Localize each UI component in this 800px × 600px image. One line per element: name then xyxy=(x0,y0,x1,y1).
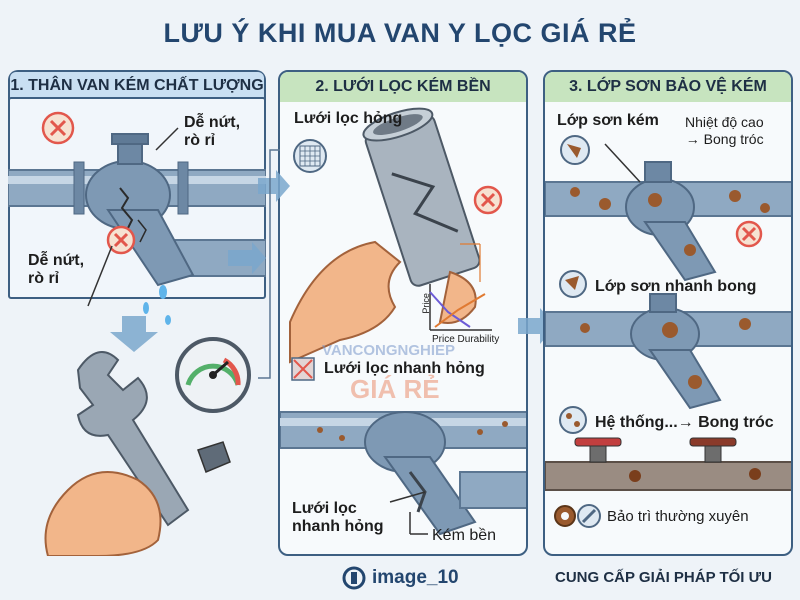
label-mesh-fast-broken: Lưới lọc nhanh hỏng xyxy=(324,360,485,377)
filter-mesh-illustration xyxy=(280,107,526,536)
alert-x-icon xyxy=(41,111,75,145)
panel-paint-coating: 3. LỚP SƠN BẢO VỆ KÉM xyxy=(543,70,793,556)
logo-icon xyxy=(342,566,366,590)
price-durability-mini-chart xyxy=(429,243,492,331)
panel-header-1: 1. THÂN VAN KÉM CHẤT LƯỢNG xyxy=(8,70,266,100)
broken-mesh-icon xyxy=(291,357,315,381)
alert-x-icon xyxy=(106,225,136,255)
valve-body-illustration xyxy=(8,97,266,556)
mini-chart-axis-x: Price Durability xyxy=(432,334,500,345)
system-rust-icon xyxy=(559,406,587,434)
paint-chip-icon xyxy=(560,135,590,165)
pressure-gauge-icon xyxy=(175,337,251,413)
alert-x-icon xyxy=(735,220,763,248)
logo-text: image_10 xyxy=(372,567,459,588)
label-high-temp: Nhiệt độ cao → Bong tróc xyxy=(685,114,764,147)
panel-filter-mesh: 2. LƯỚI LỌC KÉM BỀN xyxy=(278,70,528,556)
mesh-icon xyxy=(293,139,327,173)
label-fast-peeling: Lớp sơn nhanh bong xyxy=(595,278,757,295)
label-mesh-fast-broken-2: Lưới lọc nhanh hỏng xyxy=(292,500,384,536)
label-maintenance: Bảo trì thường xuyên xyxy=(607,508,749,525)
gear-icon xyxy=(554,505,576,527)
label-system-peeling: Hệ thống...→ Bong tróc xyxy=(595,414,774,431)
panel-header-3: 3. LỚP SƠN BẢO VỆ KÉM xyxy=(545,72,791,102)
footer-slogan: CUNG CẤP GIẢI PHÁP TỐI ƯU xyxy=(555,569,772,586)
label-crack-top: Dễ nứt, rò rỉ xyxy=(184,114,241,150)
page-title: LƯU Ý KHI MUA VAN Y LỌC GIÁ RẺ xyxy=(163,18,637,48)
panel-header-2: 2. LƯỚI LỌC KÉM BỀN xyxy=(280,72,526,102)
paint-coating-illustration xyxy=(545,135,791,528)
panel-valve-body: 1. THÂN VAN KÉM CHẤT LƯỢNG xyxy=(8,70,266,556)
label-poor-paint: Lớp sơn kém xyxy=(557,112,659,129)
rust-icon xyxy=(559,270,587,298)
label-mesh-broken: Lưới lọc hỏng xyxy=(294,110,403,127)
watermark-text-2: GIÁ RẺ xyxy=(350,374,440,404)
brush-icon xyxy=(577,504,601,528)
alert-x-icon xyxy=(473,185,503,215)
watermark-text-1: VANCONGNGHIEP xyxy=(322,342,456,359)
label-weak-durability: Kém bền xyxy=(432,527,497,544)
label-crack-left: Dễ nứt, rò rỉ xyxy=(28,252,85,288)
wrench-icon xyxy=(76,351,190,527)
footer-logo: image_10 xyxy=(342,566,459,590)
